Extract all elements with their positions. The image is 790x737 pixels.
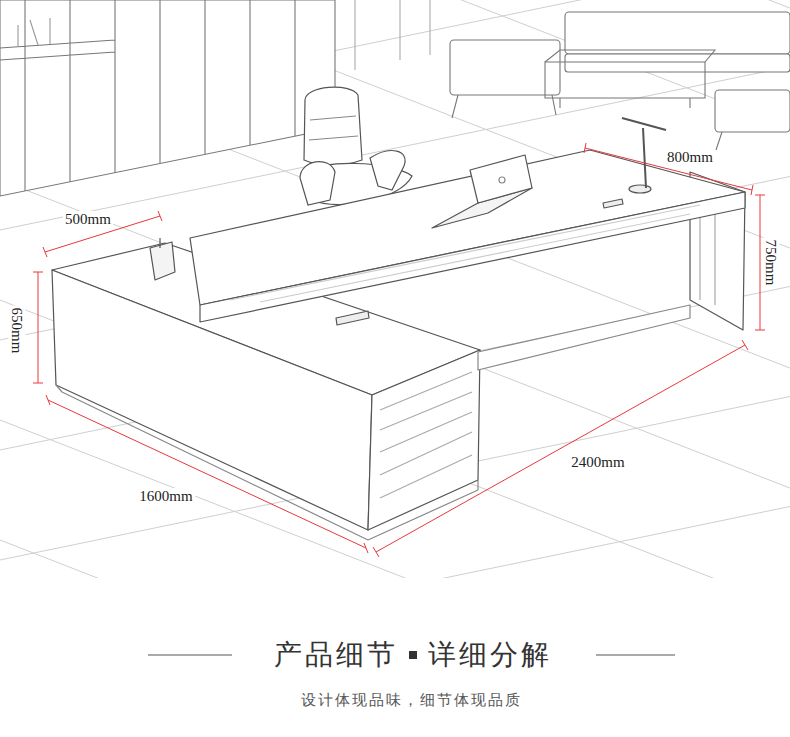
room-path <box>452 95 556 118</box>
desk-path <box>159 238 160 248</box>
dims-path <box>43 211 162 257</box>
room-rect <box>565 54 790 72</box>
dimension-label: 500mm <box>63 211 113 228</box>
room-path <box>355 0 430 70</box>
room-polygon <box>545 62 705 98</box>
desk-polygon <box>190 150 745 305</box>
chair-path <box>304 87 362 165</box>
desk-polygon <box>603 199 623 208</box>
chair-path <box>370 151 405 190</box>
dims-path <box>33 272 43 383</box>
room-path <box>18 18 50 46</box>
desk-path <box>56 385 478 540</box>
dimension-label: 800mm <box>665 149 715 166</box>
headrule-rect <box>409 651 417 659</box>
desk-g <box>52 118 745 540</box>
desk-ellipse <box>629 185 651 193</box>
desk-path <box>622 118 666 188</box>
caption: 设计体现品味，细节体现品质 <box>301 690 522 710</box>
desk-path <box>150 242 175 280</box>
desk-polygon <box>478 305 690 370</box>
floor-path <box>0 540 790 578</box>
dims-path <box>584 143 753 195</box>
room-path <box>716 132 722 150</box>
headrule-g <box>148 651 675 659</box>
chair-path <box>309 116 358 140</box>
dimension-label: 650mm <box>9 305 26 355</box>
room-rect <box>450 40 560 95</box>
desk-polygon <box>336 311 369 325</box>
room-path <box>0 0 295 191</box>
desk-circle <box>499 177 505 183</box>
section-title: 产品细节 <box>274 638 398 672</box>
room-path <box>545 50 715 108</box>
room-rect <box>565 12 790 54</box>
dimension-label: 1600mm <box>137 488 194 505</box>
headrule-line <box>148 654 232 655</box>
room-rect <box>715 90 790 132</box>
chair-path <box>300 162 335 205</box>
headrule-line <box>596 654 675 655</box>
room-polygon <box>0 0 335 196</box>
section-title: 详细分解 <box>428 638 552 672</box>
dims-path <box>373 340 748 557</box>
desk-path <box>380 372 472 498</box>
dims-path <box>46 395 368 553</box>
room-g <box>0 0 790 196</box>
dimension-label: 2400mm <box>569 454 626 471</box>
dims-g <box>33 143 765 557</box>
desk-polygon <box>470 155 532 203</box>
dimension-label: 750mm <box>763 237 780 287</box>
floor-g <box>0 0 790 578</box>
